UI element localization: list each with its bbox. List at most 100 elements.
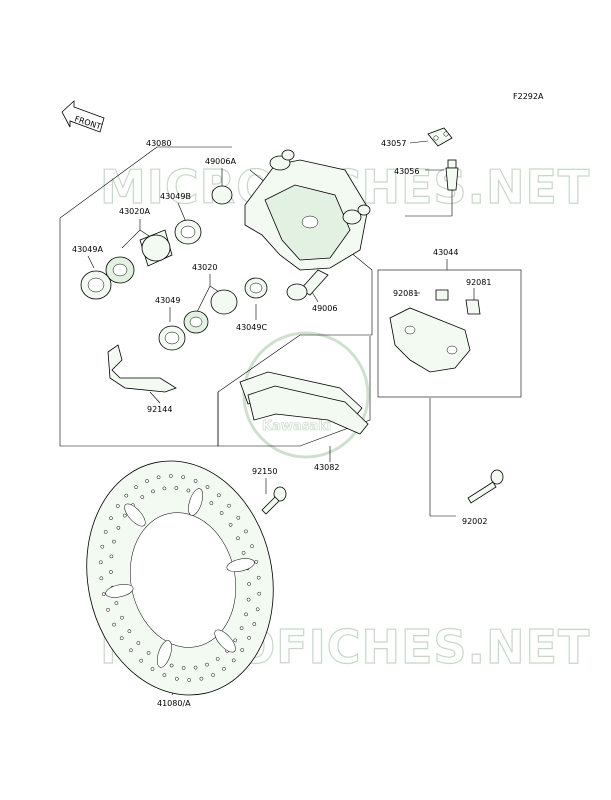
disc-drill-hole bbox=[169, 663, 174, 668]
label-92144: 92144 bbox=[147, 405, 172, 414]
disc-drill-hole bbox=[139, 658, 144, 663]
disc-drill-hole bbox=[146, 651, 151, 655]
kawasaki-emblem: Kawasaki bbox=[242, 331, 370, 459]
disc-drill-hole bbox=[239, 626, 244, 631]
disc-drill-hole bbox=[186, 488, 191, 493]
label-49006: 49006 bbox=[312, 304, 337, 313]
label-92002: 92002 bbox=[462, 517, 487, 526]
front-arrow-icon: FRONT bbox=[61, 100, 105, 133]
disc-drill-hole bbox=[136, 641, 141, 645]
piston-group-lower bbox=[158, 277, 268, 351]
disc-drill-hole bbox=[99, 576, 104, 581]
disc-drill-hole bbox=[236, 515, 241, 520]
label-92150: 92150 bbox=[252, 467, 277, 476]
disc-drill-hole bbox=[216, 493, 221, 498]
disc-drill-hole bbox=[168, 474, 173, 478]
disc-drill-hole bbox=[116, 525, 121, 530]
bleeder-valve bbox=[445, 159, 459, 191]
disc-drill-hole bbox=[174, 486, 179, 490]
disc-drill-hole bbox=[106, 607, 110, 612]
disc-drill-hole bbox=[103, 530, 108, 534]
disc-drill-hole bbox=[231, 658, 236, 663]
disc-drill-hole bbox=[247, 635, 251, 640]
slide-pin bbox=[286, 269, 329, 301]
disc-drill-hole bbox=[109, 570, 113, 574]
disc-bolt bbox=[261, 486, 287, 515]
label-43056: 43056 bbox=[394, 167, 419, 176]
disc-drill-hole bbox=[115, 504, 120, 508]
disc-drill-hole bbox=[255, 607, 260, 612]
disc-drill-hole bbox=[205, 662, 209, 667]
label-49006A: 49006A bbox=[205, 157, 236, 166]
disc-drill-hole bbox=[256, 575, 261, 580]
brake-disc bbox=[86, 460, 274, 696]
disc-drill-hole bbox=[145, 479, 149, 483]
disc-drill-hole bbox=[127, 629, 132, 634]
disc-slot bbox=[214, 629, 236, 653]
label-43049: 43049 bbox=[155, 296, 180, 305]
disc-drill-hole bbox=[119, 636, 124, 641]
label-92081-a: 92081 bbox=[393, 289, 418, 298]
label-43049C: 43049C bbox=[236, 323, 267, 332]
disc-drill-hole bbox=[162, 673, 167, 677]
disc-drill-hole bbox=[101, 592, 106, 597]
disc-drill-hole bbox=[98, 560, 103, 565]
label-43020: 43020 bbox=[192, 263, 217, 272]
disc-drill-hole bbox=[250, 544, 254, 549]
bracket-bolt bbox=[467, 469, 504, 504]
label-43049B: 43049B bbox=[160, 192, 191, 201]
disc-drill-hole bbox=[236, 536, 240, 541]
disc-drill-hole bbox=[129, 648, 133, 653]
disc-drill-hole bbox=[240, 648, 245, 652]
label-43049A: 43049A bbox=[72, 245, 103, 254]
disc-drill-hole bbox=[244, 529, 248, 534]
disc-slot bbox=[124, 503, 146, 527]
disc-drill-hole bbox=[222, 666, 226, 671]
disc-drill-hole bbox=[140, 495, 145, 499]
disc-drill-hole bbox=[100, 544, 105, 549]
disc-slot bbox=[105, 584, 134, 598]
label-43082: 43082 bbox=[314, 463, 339, 472]
disc-drill-hole bbox=[114, 601, 119, 605]
pad-spring bbox=[107, 344, 177, 393]
disc-drill-hole bbox=[193, 665, 198, 670]
label-92081-b: 92081 bbox=[466, 278, 491, 287]
disc-drill-hole bbox=[156, 475, 161, 480]
disc-drill-hole bbox=[254, 559, 259, 564]
leader-lines bbox=[87, 140, 475, 696]
figure-code: F2292A bbox=[513, 92, 544, 101]
disc-slot bbox=[226, 558, 255, 572]
disc-drill-hole bbox=[134, 485, 138, 490]
disc-drill-hole bbox=[219, 511, 224, 515]
holder-group-boundary bbox=[377, 269, 522, 398]
disc-drill-hole bbox=[227, 503, 231, 508]
bleeder-cap bbox=[427, 127, 453, 147]
label-43080: 43080 bbox=[146, 139, 171, 148]
disc-slot bbox=[156, 640, 172, 668]
disc-drill-hole bbox=[228, 522, 233, 527]
brake-pads bbox=[239, 371, 369, 435]
disc-drill-hole bbox=[109, 554, 114, 559]
label-43044: 43044 bbox=[433, 248, 458, 257]
disc-drill-hole bbox=[205, 485, 210, 489]
disc-drill-hole bbox=[122, 513, 127, 518]
disc-drill-hole bbox=[181, 475, 186, 480]
disc-drill-hole bbox=[247, 582, 251, 586]
label-43020A: 43020A bbox=[119, 207, 150, 216]
pad-group-boundary bbox=[217, 336, 371, 447]
disc-drill-hole bbox=[215, 657, 220, 661]
disc-drill-hole bbox=[246, 597, 251, 602]
label-43057: 43057 bbox=[381, 139, 406, 148]
disc-drill-hole bbox=[199, 676, 204, 681]
emblem-text: Kawasaki bbox=[262, 419, 331, 434]
disc-drill-hole bbox=[174, 676, 179, 681]
disc-drill-hole bbox=[209, 501, 214, 505]
disc-drill-hole bbox=[187, 678, 192, 682]
caliper-body bbox=[244, 149, 371, 271]
disc-drill-hole bbox=[109, 516, 113, 521]
disc-drill-hole bbox=[151, 489, 155, 494]
disc-drill-hole bbox=[120, 615, 124, 620]
disc-drill-hole bbox=[211, 673, 215, 677]
disc-drill-hole bbox=[257, 591, 262, 596]
